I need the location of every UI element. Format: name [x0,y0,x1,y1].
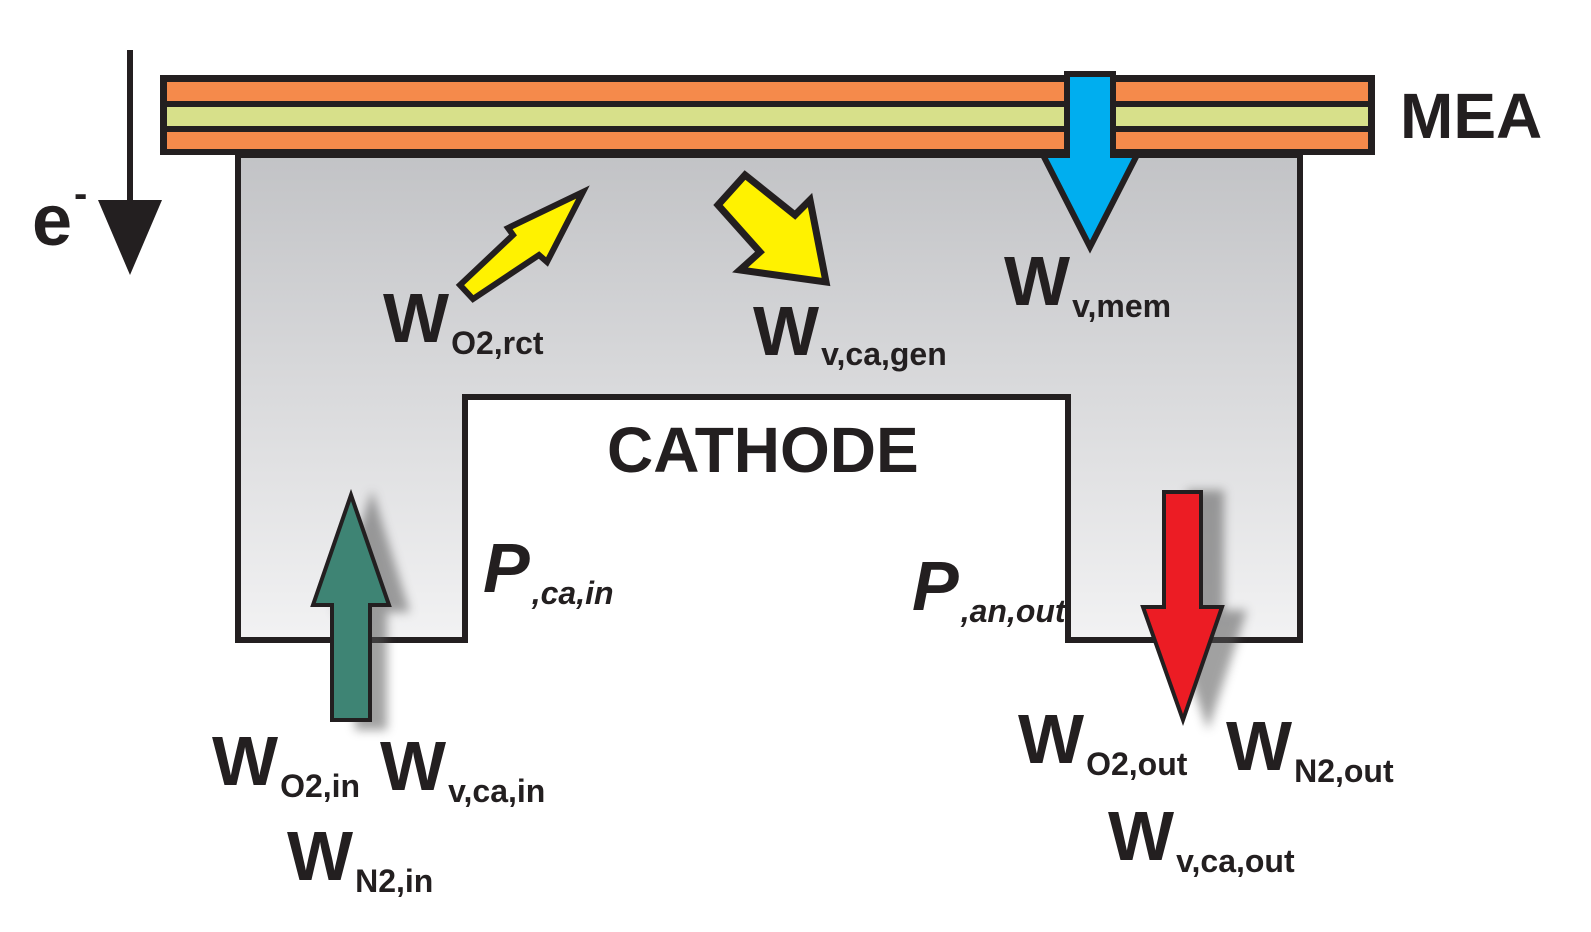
w-v-mem-label: Wv,mem [1004,242,1171,324]
membrane-water-arrow [1038,71,1142,254]
mea-label: MEA [1400,80,1542,152]
outlet-arrow [1140,490,1225,727]
w-v-ca-gen-label: Wv,ca,gen [753,292,947,372]
o2-reaction-arrow [455,185,590,303]
p-ca-in-label: P,ca,in [483,529,614,611]
cathode-label: CATHODE [607,414,919,486]
w-o2-rct-label: WO2,rct [383,279,544,361]
w-n2-out-label: WN2,out [1226,707,1394,789]
mea-layers [160,75,1375,155]
electron-label: e- [32,172,87,261]
w-o2-in-label: WO2,in [212,722,360,804]
w-n2-in-label: WN2,in [287,817,433,899]
w-v-ca-out-label: Wv,ca,out [1108,797,1295,879]
electron-arrow [98,50,162,275]
water-generation-arrow [713,170,831,287]
w-o2-out-label: WO2,out [1018,700,1188,782]
inlet-arrow [310,488,392,722]
w-v-ca-in-label: Wv,ca,in [380,727,545,809]
mea-layer-bottom [167,132,1368,149]
p-an-out-label: P,an,out [912,547,1067,629]
mea-layer-top [167,82,1368,101]
mea-layer-middle [167,107,1368,126]
